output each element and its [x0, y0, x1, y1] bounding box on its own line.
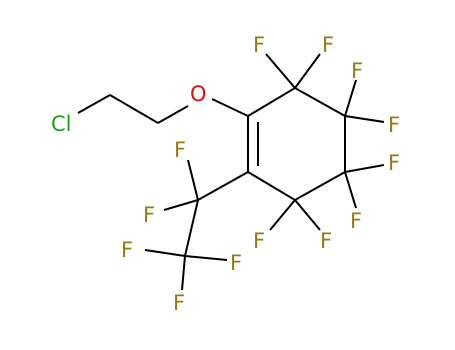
atom-f-6: F [350, 209, 362, 233]
bond-c5-f7 [269, 199, 296, 231]
atom-f-1: F [253, 33, 265, 57]
atom-f-5: F [388, 151, 400, 175]
bond-cf3-f13 [181, 255, 186, 291]
bond-cl-c [77, 94, 111, 114]
bond-cf3-f11 [144, 249, 186, 257]
atom-f-13: F [173, 291, 185, 315]
atom-f-7: F [253, 229, 265, 253]
bond-c4-f6 [344, 171, 357, 209]
bond-c-c [109, 94, 159, 124]
atom-o: O [190, 82, 207, 106]
bond-o-c1 [211, 98, 249, 117]
bond-cf2-f10 [163, 199, 199, 211]
bond-c4-f5 [344, 164, 385, 173]
bond-c-o [157, 105, 189, 124]
bond-c5-f8 [294, 199, 321, 231]
bond-cf2-f9 [187, 159, 199, 201]
atom-f-12: F [230, 251, 242, 275]
atom-f-8: F [320, 229, 332, 253]
atom-f-11: F [121, 238, 133, 262]
bond-c2-f1 [265, 53, 296, 89]
bond-c4-c5 [294, 171, 346, 201]
bond-c1-c2 [247, 87, 296, 117]
bond-c6-cf2 [197, 171, 249, 201]
bond-c2-c3 [294, 87, 346, 117]
atom-f-3: F [351, 59, 363, 83]
atom-f-2: F [322, 33, 334, 57]
atom-f-4: F [388, 113, 400, 137]
atom-f-9: F [174, 138, 186, 162]
bond-c3-f3 [344, 79, 357, 117]
bond-c2-f2 [294, 53, 321, 89]
atom-f-10: F [143, 203, 155, 227]
bond-c5-c6 [247, 171, 296, 201]
bond-cf3-f12 [184, 255, 228, 261]
bond-cf2-cf3 [184, 199, 199, 257]
atom-cl: Cl [51, 112, 72, 136]
bond-c3-f4 [344, 115, 385, 123]
